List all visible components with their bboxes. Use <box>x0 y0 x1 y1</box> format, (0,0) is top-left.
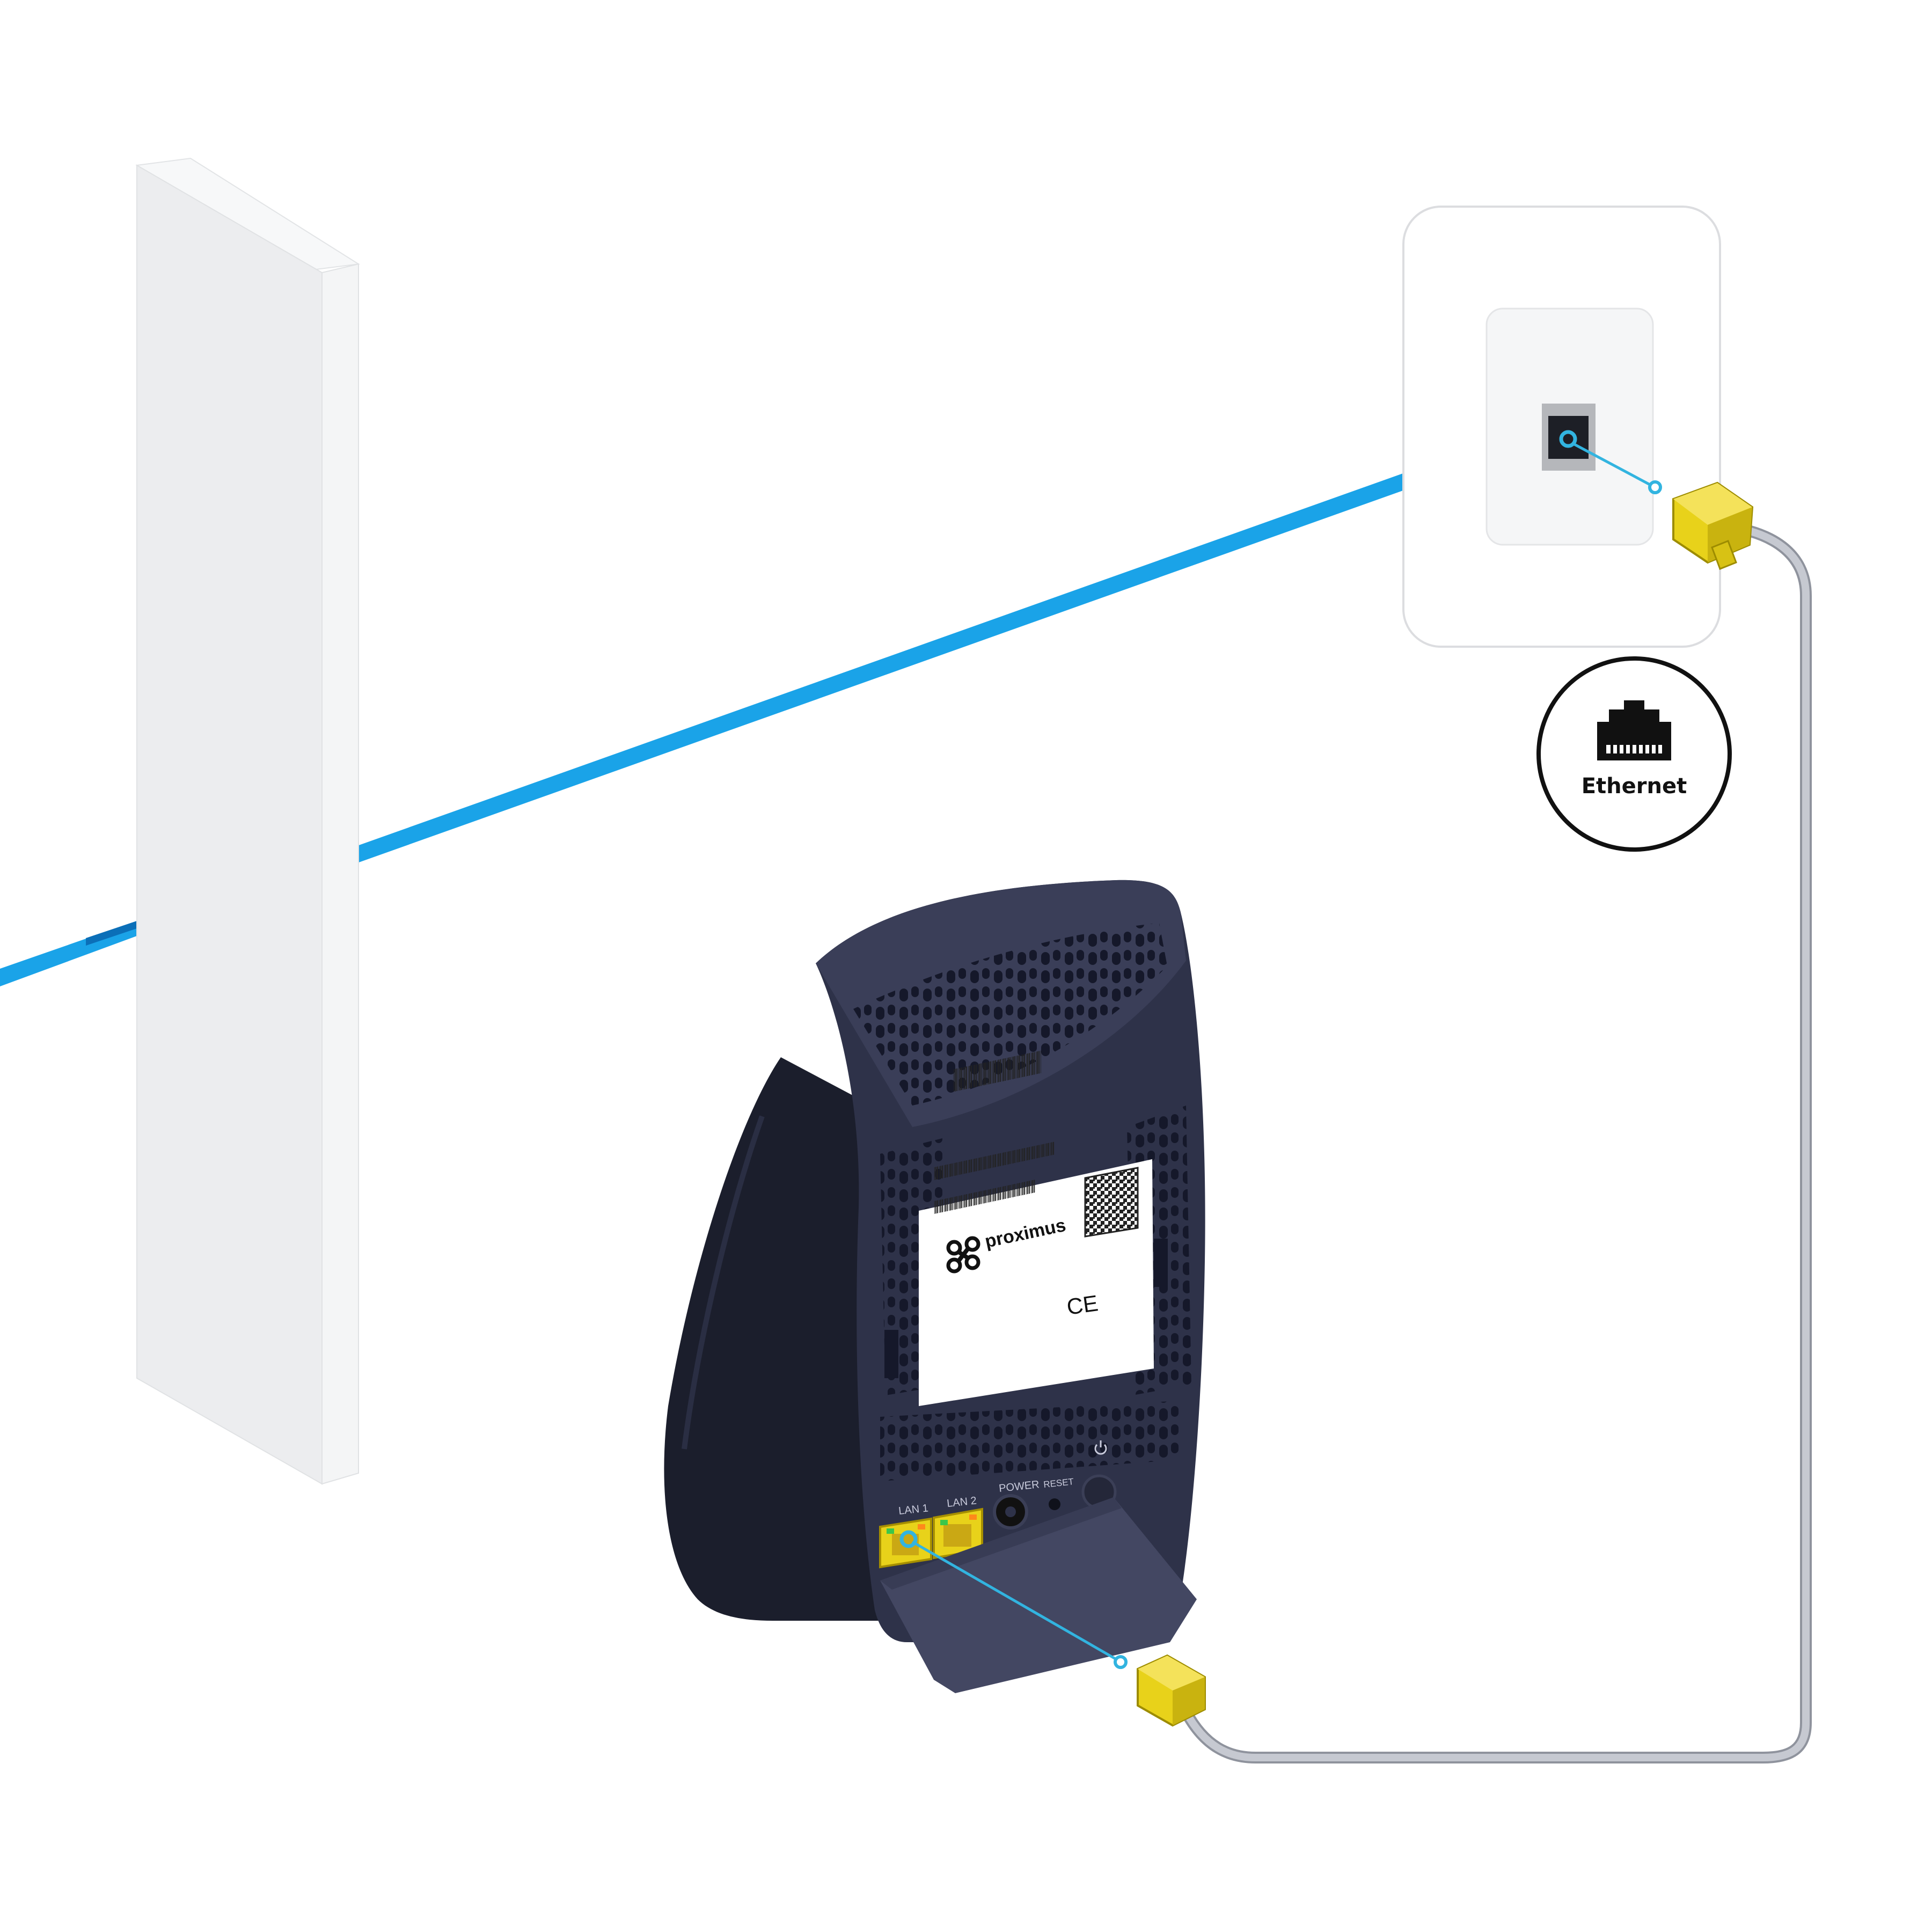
wall-panel <box>135 157 360 1485</box>
ethernet-connector-wall <box>1672 481 1754 570</box>
router-lower-vents <box>880 1401 1181 1481</box>
wall-socket <box>1402 206 1721 648</box>
ethernet-connector-router <box>1137 1654 1206 1727</box>
ethernet-badge: Ethernet <box>1536 656 1732 852</box>
lan2-port <box>933 1507 983 1560</box>
fiber-line <box>0 472 1406 986</box>
router-callout-line <box>911 1540 1118 1662</box>
wall-callout-line <box>1571 442 1653 487</box>
router-product-label: proximus CE <box>919 1050 1154 1406</box>
reset-button <box>1049 1498 1060 1510</box>
router-stand <box>880 1497 1197 1693</box>
ethernet-cable <box>1180 520 1812 1763</box>
router-side <box>664 1057 912 1621</box>
barcode-2 <box>934 1141 1055 1181</box>
lan1-port <box>879 1517 932 1569</box>
router-top-vents <box>853 923 1167 1106</box>
fiber-line-main-segment <box>354 472 1406 864</box>
ethernet-badge-label: Ethernet <box>1582 774 1687 799</box>
proximus-logo-icon <box>946 1236 980 1274</box>
ethernet-port-icon <box>1597 700 1671 760</box>
router: proximus CE LAN 1 LAN 2 POWER RESET <box>664 880 1205 1693</box>
ce-mark-icon: CE <box>1065 1290 1100 1320</box>
power-jack <box>993 1494 1028 1529</box>
barcode-3 <box>934 1179 1036 1214</box>
barcode-1 <box>953 1050 1041 1092</box>
power-icon <box>1094 1440 1107 1455</box>
qr-code <box>1084 1167 1139 1238</box>
